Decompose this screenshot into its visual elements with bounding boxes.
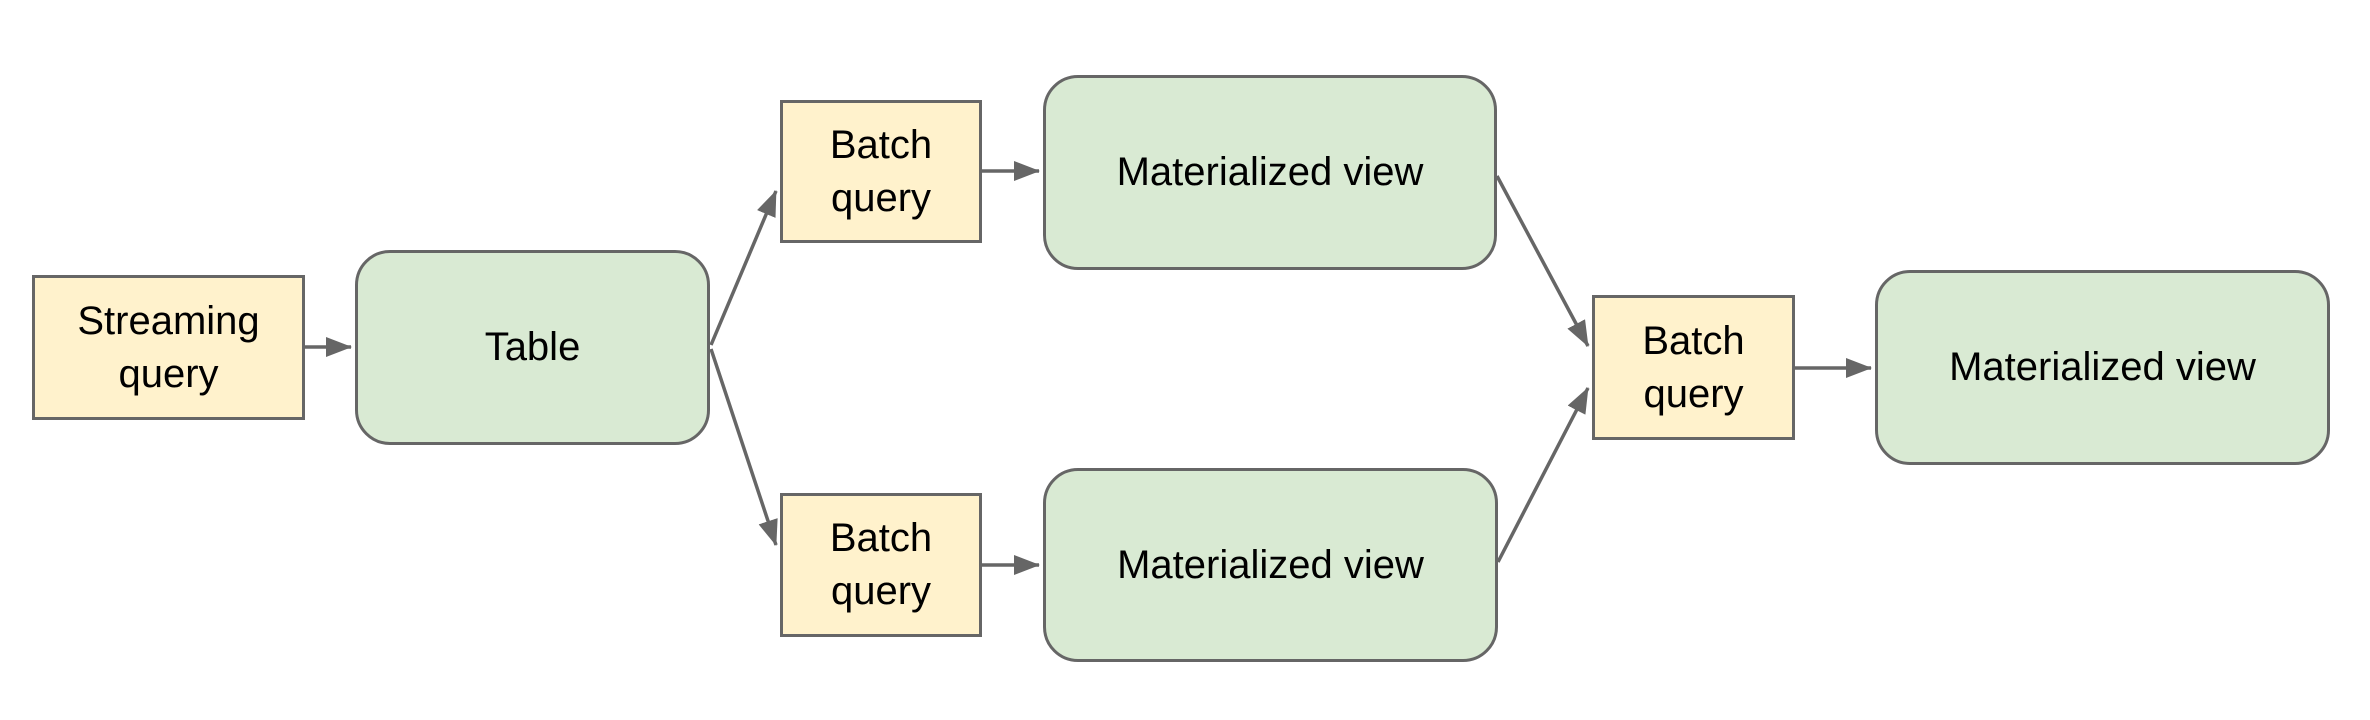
node-batch-query-bottom: Batch query xyxy=(780,493,982,637)
node-batch-query-bottom-label: Batch query xyxy=(829,516,933,613)
edge-materialized-view-bottom-to-batch-query-right xyxy=(1496,387,1590,563)
node-materialized-view-bottom-label: Materialized view xyxy=(1117,542,1424,587)
node-materialized-view-right-label: Materialized view xyxy=(1949,345,2256,390)
node-batch-query-top-label: Batch query xyxy=(829,122,933,220)
node-streaming-query: Streaming query xyxy=(32,275,305,420)
edge-table-to-batch-query-top xyxy=(709,190,778,346)
node-streaming-query-label: Streaming query xyxy=(77,298,260,396)
node-batch-query-top: Batch query xyxy=(780,100,982,243)
node-table-label: Table xyxy=(484,325,581,370)
edge-materialized-view-top-to-batch-query-right xyxy=(1495,175,1590,347)
node-materialized-view-right: Materialized view xyxy=(1875,270,2330,465)
node-batch-query-right: Batch query xyxy=(1592,295,1795,440)
node-materialized-view-top-label: Materialized view xyxy=(1116,150,1424,195)
node-batch-query-right-label: Batch query xyxy=(1642,318,1745,416)
node-materialized-view-bottom: Materialized view xyxy=(1043,468,1498,662)
edge-table-to-batch-query-bottom xyxy=(709,348,778,546)
node-table: Table xyxy=(355,250,710,445)
node-materialized-view-top: Materialized view xyxy=(1043,75,1497,270)
